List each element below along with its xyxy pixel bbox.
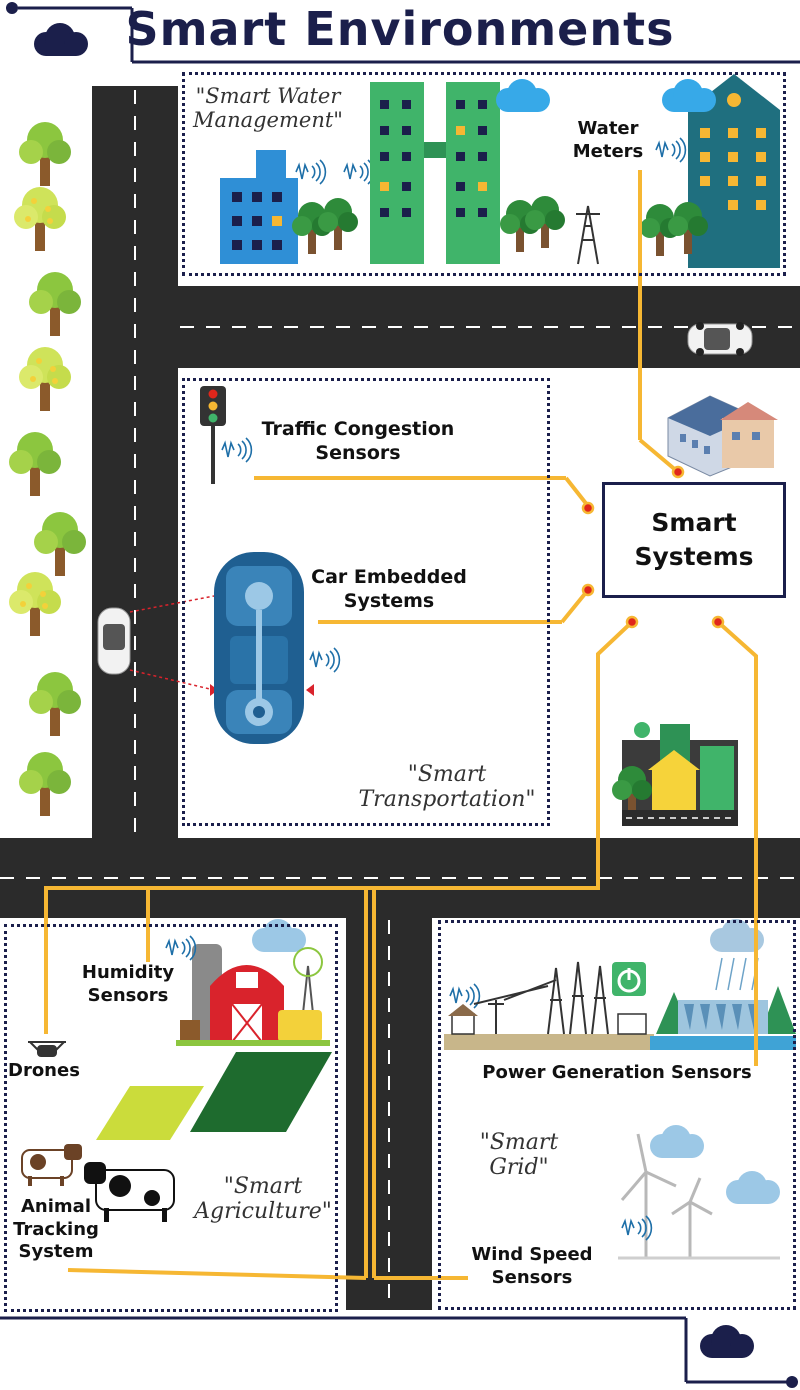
grid-zone-title: "Smart Grid": [479, 1130, 559, 1181]
tree-icon: [9, 432, 61, 496]
drones-label: Drones: [8, 1060, 80, 1081]
animal-tracking-label: Animal Tracking System: [13, 1196, 99, 1262]
power-tower-icon: [473, 961, 609, 1035]
traffic-light-icon: [200, 386, 253, 484]
water-zone-title: "Smart Water Management": [193, 84, 343, 133]
roads: [0, 86, 800, 1310]
agriculture-zone-title: "Smart Agriculture": [194, 1174, 332, 1225]
connector-nodes: [581, 465, 725, 629]
cow-icon: [84, 1162, 175, 1222]
water-meters-label: Water Meters: [572, 118, 644, 162]
header-frame: [6, 2, 800, 64]
agriculture-zone-box: [4, 924, 338, 1312]
car-icon: [97, 607, 131, 675]
building-icon: [667, 395, 778, 477]
wind-speed-label: Wind Speed Sensors: [471, 1244, 593, 1288]
building-icon: [370, 82, 424, 264]
power-button-icon: [612, 962, 646, 996]
humidity-sensors-label: Humidity Sensors: [81, 962, 175, 1006]
tree-icon: [29, 672, 81, 736]
traffic-congestion-label: Traffic Congestion Sensors: [261, 418, 455, 464]
farm-illustration: [96, 919, 332, 1140]
water-zone-box: [182, 72, 786, 276]
cloud-icon: [700, 1325, 754, 1358]
hub-label-line2: Systems: [634, 542, 754, 571]
power-grid-illustration: [444, 919, 796, 1050]
town-illustration: [612, 722, 738, 826]
car-embedded-system-illustration: [214, 552, 341, 744]
wind-turbine-icon: [620, 1133, 677, 1258]
transportation-zone-title: "Smart Transportation": [358, 762, 536, 813]
grid-zone-box: [438, 920, 796, 1310]
water-zone-illustration: [220, 74, 780, 268]
car-icon: [687, 322, 753, 356]
power-tower-icon: [576, 205, 600, 265]
tree-icon: [19, 347, 71, 411]
cow-icon: [21, 1144, 82, 1186]
drone-icon: [28, 1041, 66, 1057]
dam-icon: [650, 919, 796, 1050]
wind-turbine-icon: [671, 1177, 713, 1258]
building-icon: [446, 82, 500, 264]
page-title: Smart Environments: [125, 2, 675, 56]
car-embedded-label: Car Embedded Systems: [311, 566, 467, 612]
roadside-trees: [9, 122, 86, 816]
transportation-zone-box: [182, 378, 550, 826]
wind-turbine-illustration: [618, 1125, 780, 1260]
hub-label-line1: Smart: [651, 508, 737, 538]
tree-icon: [19, 122, 71, 186]
tree-icon: [14, 187, 66, 251]
barn-icon: [210, 965, 284, 1042]
connector-lines: [44, 170, 758, 1280]
power-generation-label: Power Generation Sensors: [482, 1062, 752, 1083]
tree-icon: [9, 572, 61, 636]
tree-icon: [34, 512, 86, 576]
tree-icon: [19, 752, 71, 816]
smart-systems-hub: Smart Systems: [602, 482, 786, 598]
connector-grid: [716, 620, 758, 1066]
tree-icon: [29, 272, 81, 336]
footer-frame: [0, 1316, 798, 1388]
connector-agri: [44, 620, 634, 1034]
